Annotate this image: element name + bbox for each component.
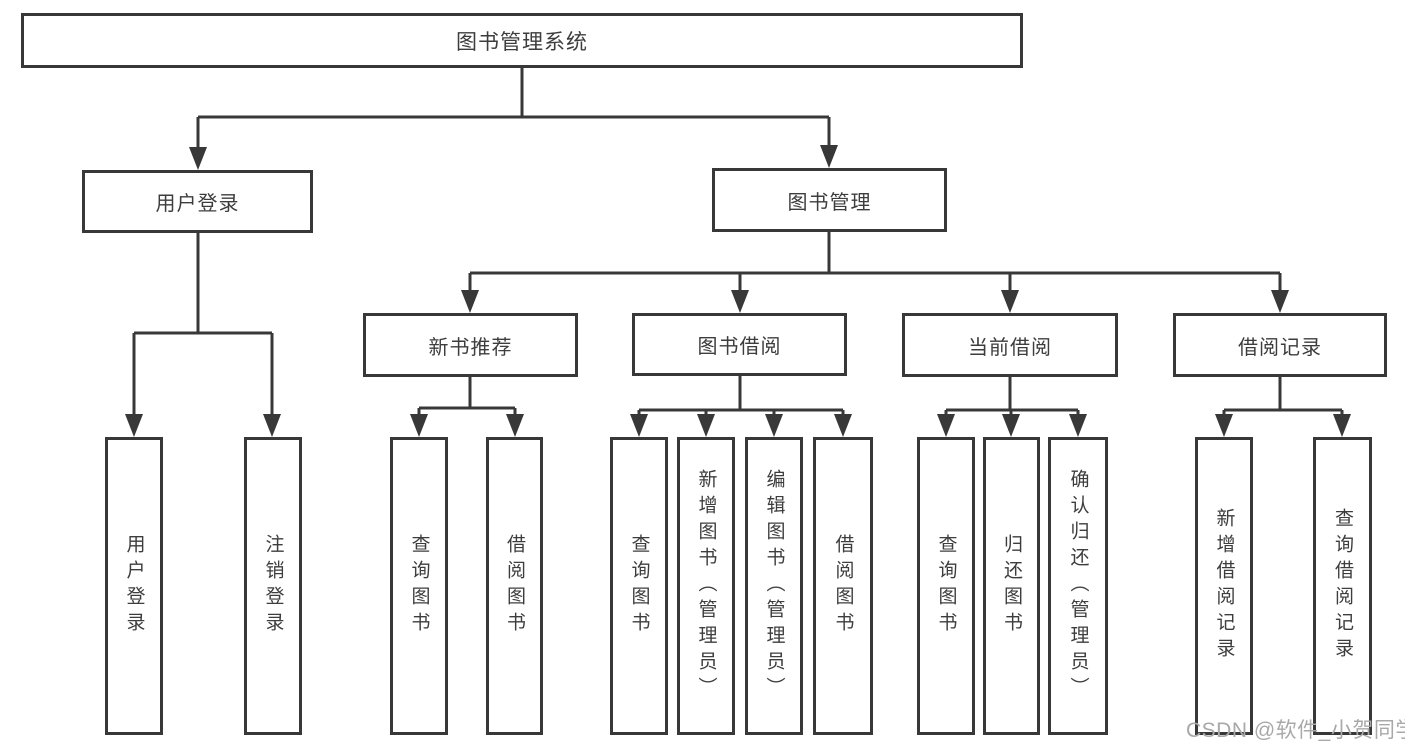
leaf-user-login-label: 用户登录 <box>123 534 145 638</box>
node-book-borrow: 图书借阅 <box>632 313 847 376</box>
node-user-login: 用户登录 <box>82 170 313 233</box>
node-root-label: 图书管理系统 <box>456 30 588 54</box>
csdn-watermark: CSDN @软件_小贺同学 <box>1186 719 1405 742</box>
node-root-library-system: 图书管理系统 <box>21 13 1023 68</box>
leaf-borrow-book: 借阅图书 <box>813 437 873 735</box>
leaf-borrow-edit-admin-label: 编辑图书（管理员） <box>763 469 785 703</box>
leaf-return-book: 归还图书 <box>983 437 1040 735</box>
leaf-newbook-borrow-label: 借阅图书 <box>504 534 525 638</box>
node-book-management-label: 图书管理 <box>787 191 872 214</box>
leaf-borrow-query: 查询图书 <box>610 437 668 735</box>
connector-paths <box>132 68 1344 417</box>
leaf-borrow-edit-admin: 编辑图书（管理员） <box>745 437 803 735</box>
leaf-return-book-label: 归还图书 <box>1001 534 1022 638</box>
leaf-confirm-return-admin: 确认归还（管理员） <box>1048 437 1108 735</box>
node-current-borrow: 当前借阅 <box>902 313 1118 377</box>
leaf-logout: 注销登录 <box>244 437 302 735</box>
leaf-current-query: 查询图书 <box>917 437 975 735</box>
leaf-logout-label: 注销登录 <box>262 534 284 638</box>
leaf-query-borrow-record: 查询借阅记录 <box>1313 437 1372 735</box>
node-user-login-label: 用户登录 <box>155 193 240 215</box>
node-borrow-records-label: 借阅记录 <box>1238 336 1322 359</box>
node-new-book-recommend-label: 新书推荐 <box>428 336 513 359</box>
leaf-borrow-query-label: 查询图书 <box>628 534 650 638</box>
leaf-newbook-borrow: 借阅图书 <box>486 437 543 735</box>
node-borrow-records: 借阅记录 <box>1173 313 1387 377</box>
leaf-current-query-label: 查询图书 <box>935 534 957 638</box>
leaf-add-borrow-record-label: 新增借阅记录 <box>1213 508 1235 664</box>
node-book-borrow-label: 图书借阅 <box>697 336 782 358</box>
arrowheads <box>125 145 1351 437</box>
leaf-borrow-book-label: 借阅图书 <box>832 534 854 638</box>
leaf-confirm-return-admin-label: 确认归还（管理员） <box>1067 469 1089 703</box>
leaf-newbook-query: 查询图书 <box>390 437 448 735</box>
node-new-book-recommend: 新书推荐 <box>363 313 578 377</box>
leaf-query-borrow-record-label: 查询借阅记录 <box>1332 508 1353 664</box>
node-current-borrow-label: 当前借阅 <box>968 336 1052 359</box>
leaf-add-borrow-record: 新增借阅记录 <box>1195 437 1253 735</box>
node-book-management: 图书管理 <box>712 168 947 232</box>
leaf-newbook-query-label: 查询图书 <box>408 534 430 638</box>
leaf-borrow-add-admin: 新增图书（管理员） <box>677 437 735 735</box>
leaf-user-login: 用户登录 <box>105 437 163 735</box>
leaf-borrow-add-admin-label: 新增图书（管理员） <box>695 469 717 703</box>
